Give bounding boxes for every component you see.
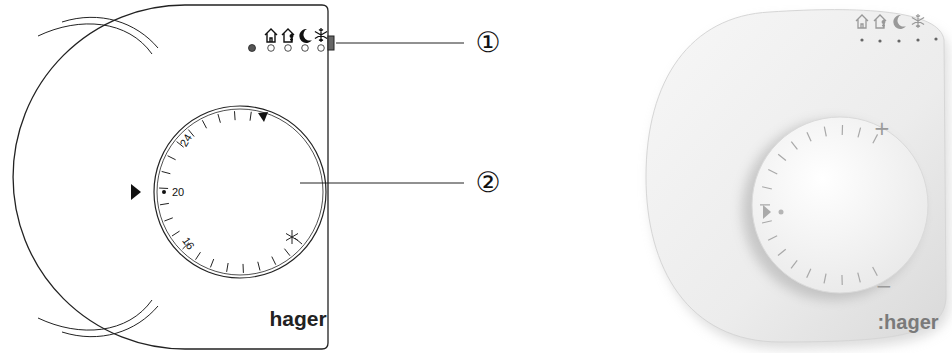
- housing-outline: [13, 5, 328, 349]
- scale-tick: [824, 274, 826, 284]
- pointer-triangle: [763, 205, 771, 219]
- comfort-icon: [856, 15, 868, 28]
- scale-tick: [160, 203, 169, 204]
- housing-contour: [62, 306, 158, 337]
- scale-number: 20: [172, 187, 184, 198]
- scale-dot: [162, 190, 166, 194]
- scale-tick: [760, 204, 770, 205]
- dial-scale: [159, 111, 302, 273]
- leader-line: [300, 183, 464, 184]
- frost-icon: [912, 14, 924, 28]
- indicator-led: [916, 38, 919, 41]
- dial-outline: [154, 106, 326, 278]
- leader-line: [336, 43, 464, 44]
- eco-icon: [874, 15, 886, 28]
- night-icon: [299, 29, 312, 43]
- callout-number: ②: [475, 169, 500, 197]
- scale-tick: [202, 120, 206, 128]
- scale-tick: [768, 170, 777, 174]
- indicator-led: [302, 45, 309, 52]
- scale-tick: [172, 231, 180, 236]
- scale-tick: [873, 267, 878, 276]
- scale-tick: [842, 125, 844, 135]
- indicator-led: [860, 38, 863, 41]
- scale-marker: [258, 112, 268, 122]
- dial-sign: +: [874, 118, 891, 138]
- indicator-led: [878, 39, 881, 42]
- callout-number: ①: [475, 29, 500, 57]
- scale-tick: [164, 218, 172, 221]
- scale-tick: [858, 273, 861, 283]
- scale-tick: [159, 188, 168, 189]
- indicator-led: [318, 45, 325, 52]
- frost-symbol: [286, 230, 298, 244]
- scale-tick: [762, 187, 772, 189]
- scale-tick: [778, 154, 786, 160]
- scale-tick: [162, 171, 171, 173]
- frost-icon: [315, 28, 327, 42]
- indicator-led: [285, 45, 292, 52]
- scale-tick: [272, 257, 276, 265]
- scale-tick: [807, 269, 811, 278]
- brand-logo: hager: [269, 308, 326, 329]
- dial-sign: −: [876, 276, 893, 296]
- scale-tick: [824, 127, 826, 137]
- indicator-led: [268, 45, 275, 52]
- comfort-icon: [265, 29, 277, 42]
- night-icon: [893, 15, 906, 29]
- scale-tick: [284, 249, 290, 256]
- scale-tick: [168, 156, 176, 160]
- scale-tick: [196, 252, 201, 260]
- indicator-led: [249, 45, 256, 52]
- scale-dot: [779, 210, 784, 215]
- brand-logo: :hager: [877, 312, 938, 332]
- housing-contour: [62, 17, 158, 48]
- scale-tick: [807, 132, 811, 141]
- scale-tick: [768, 236, 777, 240]
- indicator-led: [934, 37, 937, 40]
- scale-tick: [250, 112, 251, 121]
- indicator-led: [897, 39, 900, 42]
- scale-tick: [762, 221, 772, 223]
- scale-tick: [218, 114, 220, 123]
- rotary-dial: [752, 117, 928, 293]
- scale-tick: [791, 142, 797, 150]
- scale-tick: [841, 275, 842, 285]
- push-button: [328, 36, 334, 50]
- scale-tick: [234, 111, 236, 120]
- eco-icon: [282, 29, 294, 42]
- scale-tick: [210, 259, 213, 267]
- dial-outline: [157, 109, 323, 275]
- scale-tick: [791, 260, 797, 268]
- scale-tick: [858, 128, 861, 138]
- housing-body: [646, 10, 946, 342]
- scale-tick: [778, 249, 786, 255]
- scale-tick: [227, 263, 228, 272]
- pointer-triangle: [131, 184, 141, 200]
- dial-scale: [760, 125, 878, 285]
- scale-tick: [243, 264, 244, 273]
- scale-tick: [258, 262, 260, 271]
